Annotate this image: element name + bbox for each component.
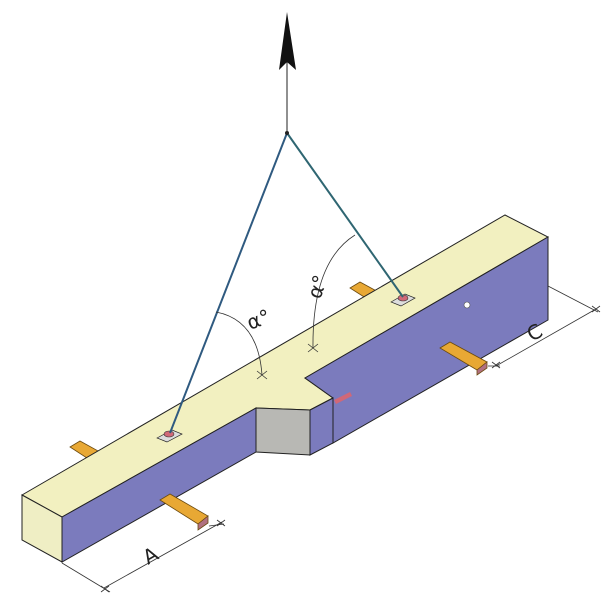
- recess-face: [255, 407, 311, 456]
- beam-top-face: [20, 214, 550, 518]
- dimension-a-label: A: [139, 542, 163, 570]
- angle-label-right: α°: [302, 272, 332, 302]
- beam-side-face-right: [304, 236, 549, 444]
- sling-right: [286, 132, 404, 298]
- lifting-anchor-left: [156, 429, 183, 443]
- lifting-anchor-right: [390, 293, 416, 307]
- side-pin: [334, 392, 352, 404]
- dimension-a: [61, 519, 226, 593]
- angle-indicator-left: [215, 311, 268, 380]
- lift-direction-arrow-icon: [279, 12, 296, 70]
- protrusion-side-face: [309, 397, 334, 456]
- angle-label-left: α°: [244, 304, 274, 334]
- timber-front-left: [159, 493, 209, 531]
- timber-front-right: [439, 341, 488, 376]
- concrete-beam: [20, 214, 550, 563]
- angle-indicator-right: [307, 234, 356, 353]
- beam-end-face: [21, 494, 63, 563]
- hole: [463, 301, 471, 309]
- dimension-c: [488, 285, 601, 369]
- sling-left: [169, 132, 288, 434]
